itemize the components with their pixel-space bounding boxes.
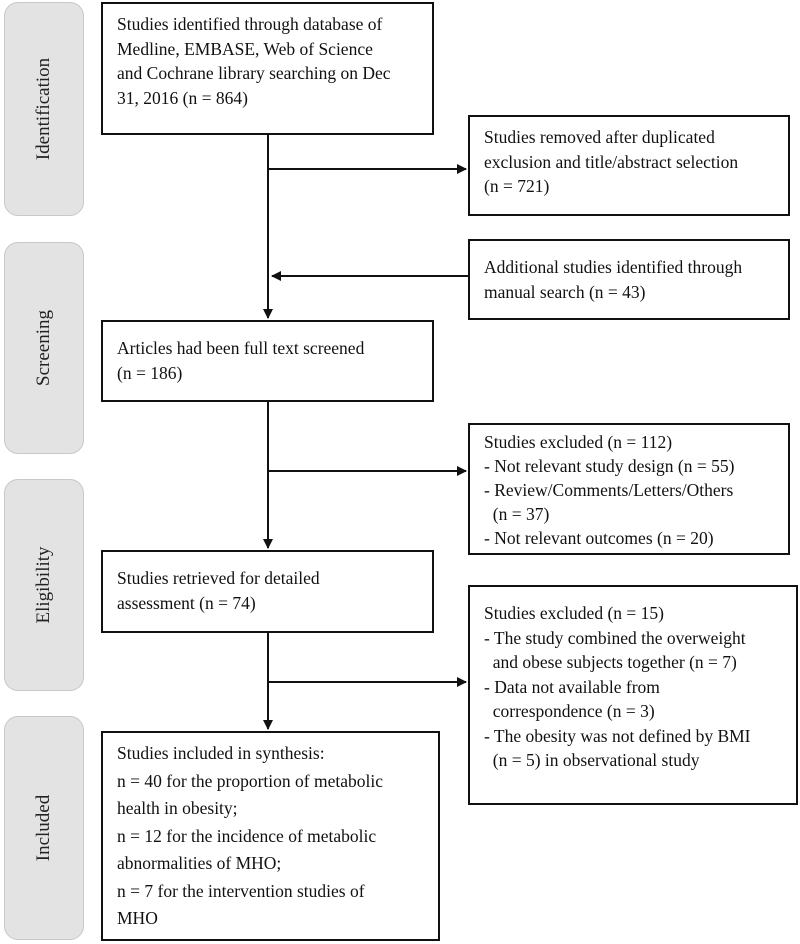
- box-identified: Studies identified through database of M…: [101, 2, 434, 135]
- box-line: Studies excluded (n = 112): [484, 432, 673, 452]
- box-line: n = 40 for the proportion of metabolic: [117, 770, 383, 791]
- box-line: - Data not available from: [484, 676, 660, 697]
- box-line: - Not relevant outcomes (n = 20): [484, 528, 714, 548]
- box-line: (n = 721): [484, 176, 550, 196]
- box-line: 31, 2016 (n = 864): [117, 87, 248, 108]
- box-line: Studies excluded (n = 15): [484, 603, 664, 623]
- stage-identification: Identification: [4, 2, 84, 216]
- box-line: n = 7 for the intervention studies of: [117, 880, 365, 901]
- box-line: Articles had been full text screened: [117, 338, 365, 358]
- box-line: and Cochrane library searching on Dec: [117, 63, 391, 83]
- box-line: exclusion and title/abstract selection: [484, 151, 739, 172]
- box-line: Studies identified through database of: [117, 14, 383, 34]
- box-line: - Review/Comments/Letters/Others: [484, 480, 734, 500]
- box-line: (n = 37): [484, 504, 550, 524]
- box-line: (n = 186): [117, 362, 183, 383]
- box-included: Studies included in synthesis: n = 40 fo…: [101, 731, 440, 941]
- box-retrieved: Studies retrieved for detailed assessmen…: [101, 550, 434, 633]
- box-line: MHO: [117, 908, 158, 928]
- box-line: Additional studies identified through: [484, 257, 743, 277]
- box-line: (n = 5) in observational study: [484, 750, 700, 770]
- box-line: Studies retrieved for detailed: [117, 568, 320, 588]
- box-line: - Not relevant study design (n = 55): [484, 456, 735, 476]
- box-line: assessment (n = 74): [117, 592, 256, 613]
- box-line: n = 12 for the incidence of metabolic: [117, 825, 377, 846]
- box-excluded-screening: Studies excluded (n = 112) - Not relevan…: [468, 423, 790, 555]
- box-line: correspondence (n = 3): [484, 701, 655, 721]
- box-fulltext: Articles had been full text screened (n …: [101, 320, 434, 402]
- box-excluded-eligibility: Studies excluded (n = 15) - The study co…: [468, 585, 798, 805]
- box-line: Studies removed after duplicated: [484, 127, 715, 147]
- box-line: Studies included in synthesis:: [117, 743, 325, 763]
- stage-eligibility: Eligibility: [4, 479, 84, 691]
- box-line: - The obesity was not defined by BMI: [484, 725, 751, 746]
- box-line: - The study combined the overweight: [484, 627, 746, 648]
- box-additional: Additional studies identified through ma…: [468, 239, 790, 320]
- box-line: and obese subjects together (n = 7): [484, 652, 737, 672]
- stage-screening: Screening: [4, 242, 84, 454]
- box-line: manual search (n = 43): [484, 281, 646, 302]
- box-removed: Studies removed after duplicated exclusi…: [468, 115, 790, 216]
- box-line: abnormalities of MHO;: [117, 853, 282, 873]
- box-line: health in obesity;: [117, 798, 238, 818]
- box-line: Medline, EMBASE, Web of Science: [117, 38, 373, 59]
- stage-included: Included: [4, 716, 84, 940]
